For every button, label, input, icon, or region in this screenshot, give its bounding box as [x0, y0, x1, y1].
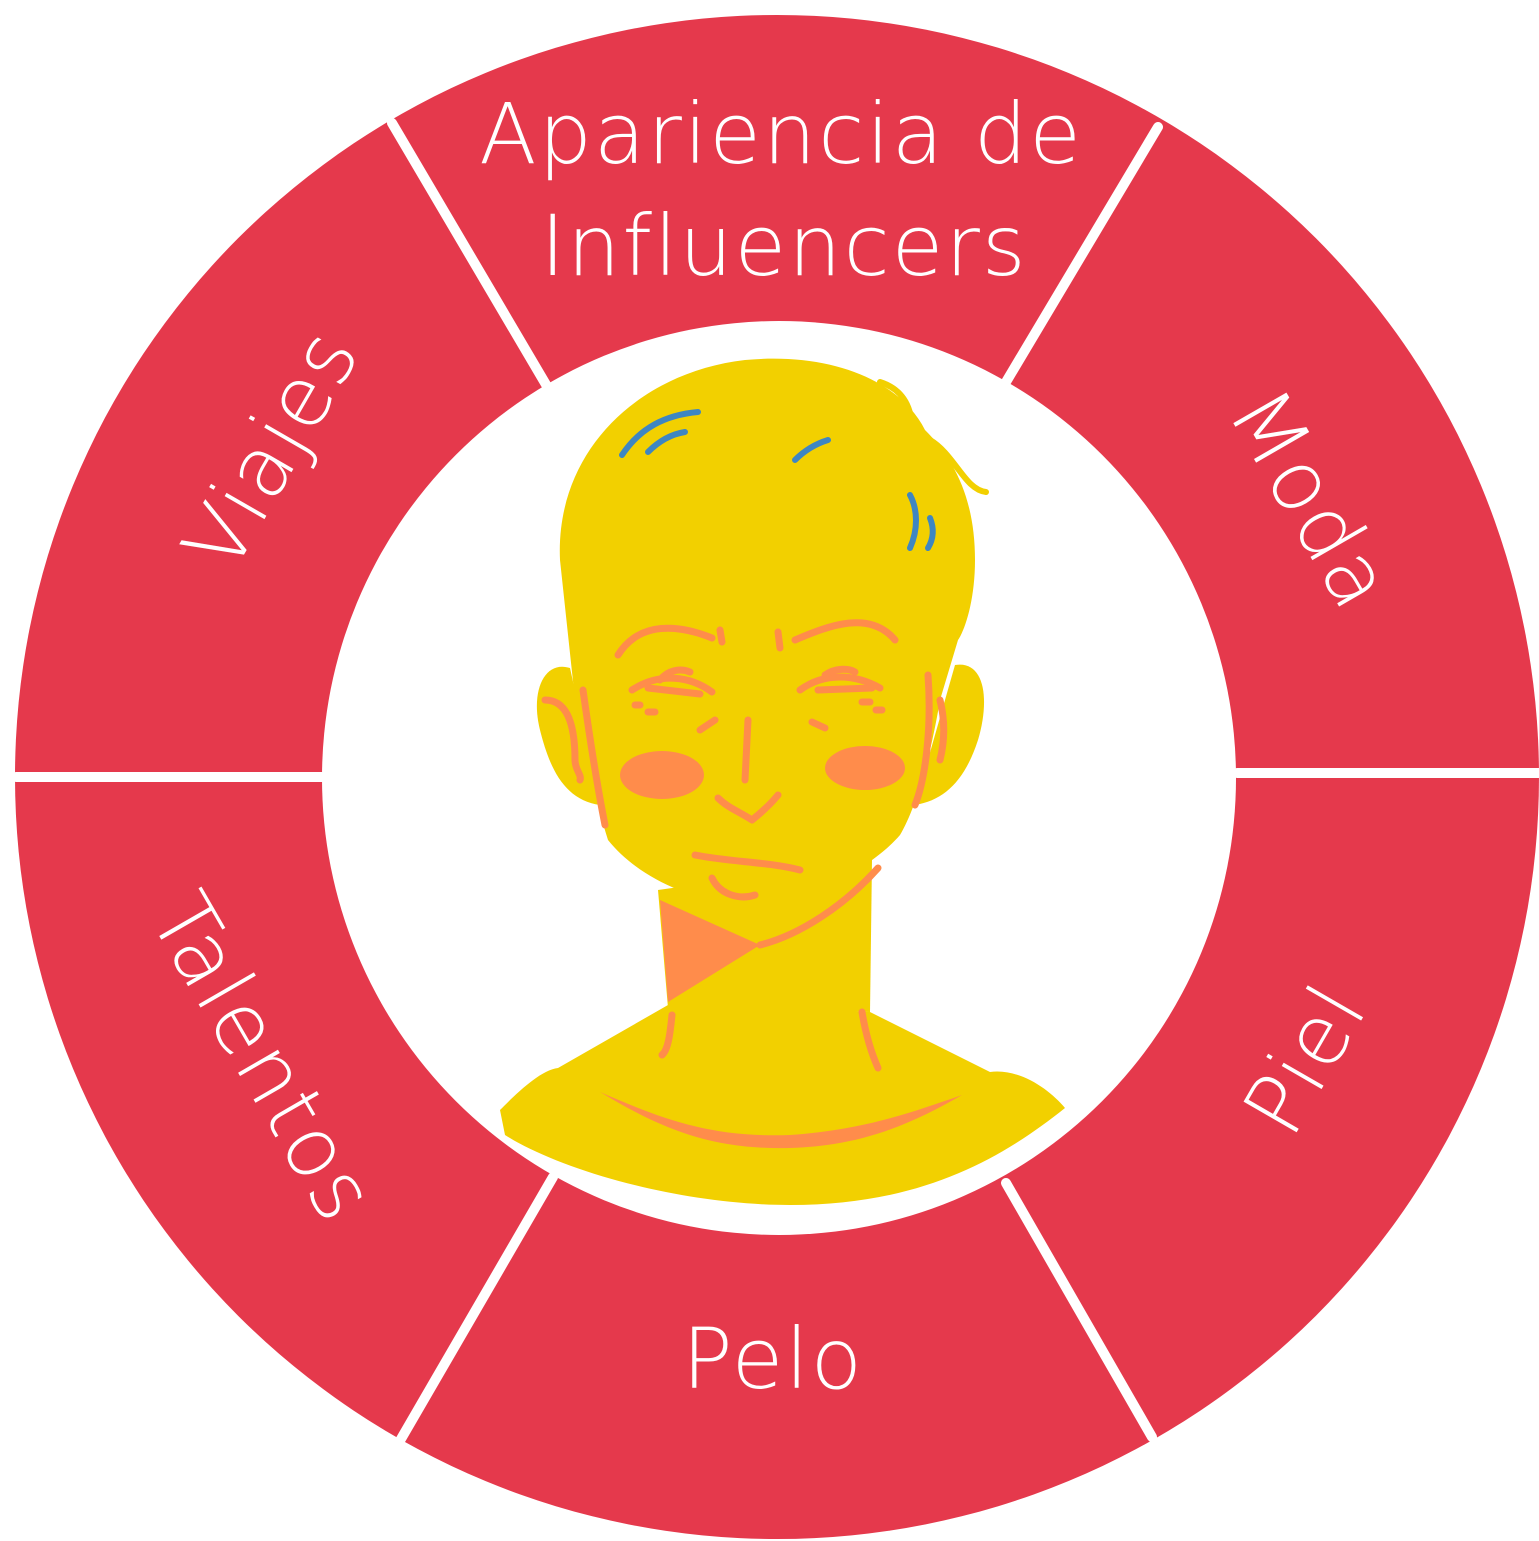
shoulders	[500, 1005, 1065, 1205]
mouth	[691, 851, 804, 874]
divider-top-right	[1001, 122, 1163, 387]
facial-features	[541, 619, 948, 1072]
hair-tuft	[877, 379, 989, 495]
left-eye	[628, 674, 716, 698]
segment-dividers	[11, 118, 1539, 1444]
divider-bottom-right	[1001, 1178, 1157, 1442]
label-influencers-line2: Influencers	[540, 197, 1027, 295]
right-cheek	[825, 746, 905, 790]
left-eyebrow	[614, 624, 716, 659]
right-eye	[796, 673, 884, 694]
label-influencers-line1: Apariencia de	[479, 85, 1083, 183]
divider-bottom-left	[396, 1172, 558, 1444]
nose	[741, 716, 752, 784]
hair-highlights	[619, 409, 936, 551]
right-ear	[915, 664, 985, 805]
right-eyebrow	[791, 619, 899, 644]
left-eyebrow-tail	[716, 626, 726, 646]
divider-top-left	[387, 118, 553, 393]
neck-shadow	[660, 900, 760, 1002]
label-pelo: Pelo	[682, 1310, 864, 1408]
left-cheek	[620, 751, 704, 799]
collar-shadow	[600, 1092, 962, 1149]
face-illustration	[500, 358, 1065, 1205]
right-eyebrow-tail	[774, 628, 784, 652]
